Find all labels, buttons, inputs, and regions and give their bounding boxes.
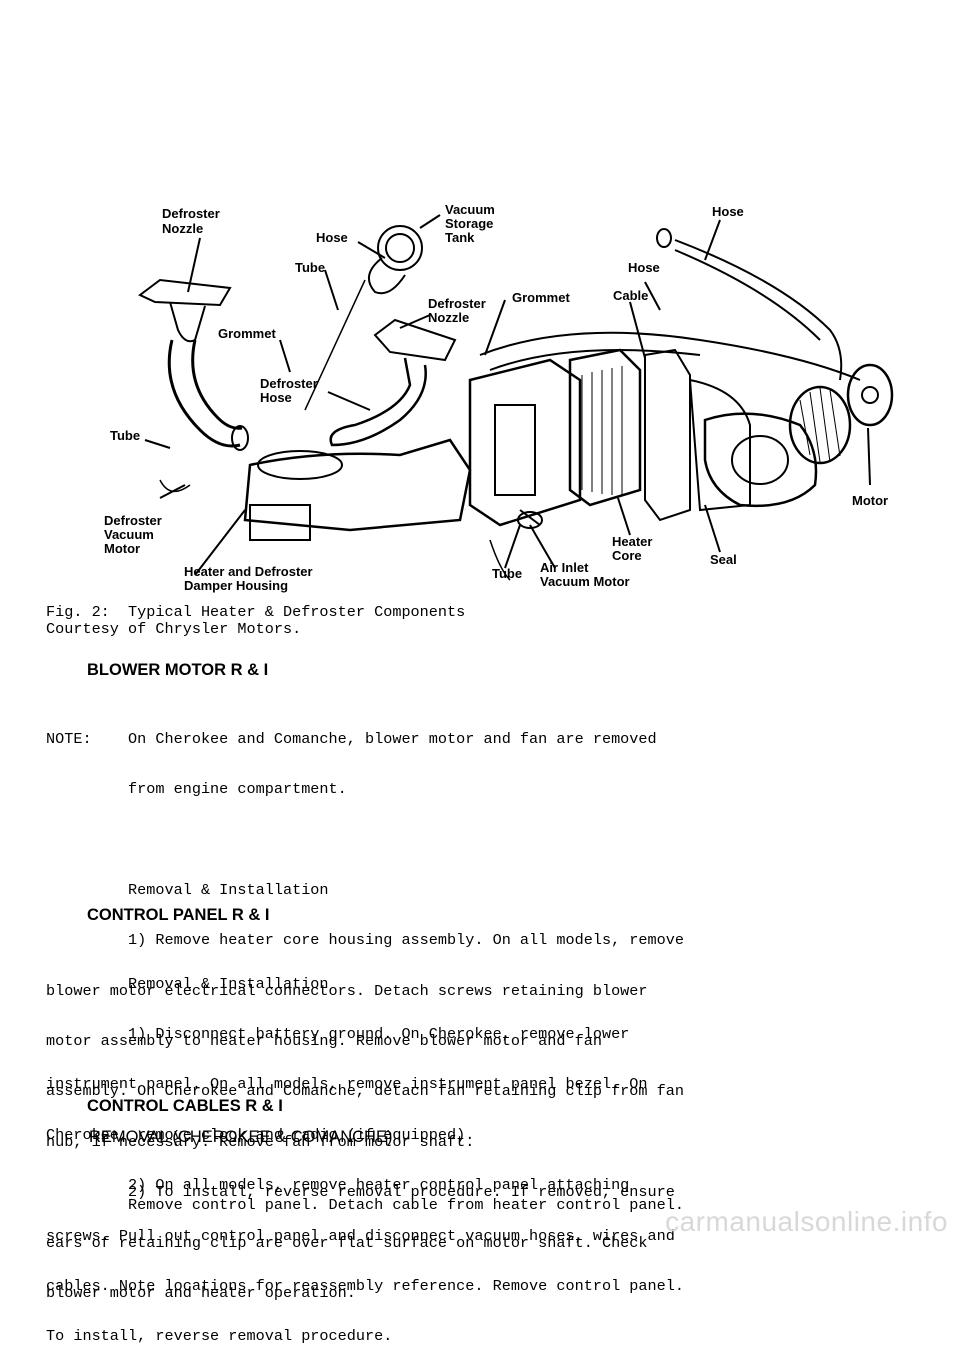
label-defroster-vacuum-motor-3: Motor [104, 541, 140, 556]
section-body-control-panel: Removal & Installation 1) Disconnect bat… [46, 942, 684, 1362]
label-hose-right-mid: Hose [628, 260, 660, 275]
label-heater-damper-housing-1: Heater and Defroster [184, 564, 313, 579]
text-line: NOTE: On Cherokee and Comanche, blower m… [46, 729, 657, 748]
text-line: 1) Disconnect battery ground. On Cheroke… [46, 1024, 630, 1043]
blower-housing-shape [703, 412, 818, 508]
heater-defroster-diagram: Defroster Nozzle Vacuum Storage Tank Hos… [104, 202, 894, 593]
label-tube-top: Tube [295, 260, 325, 275]
text-line: instrument panel. On all models, remove … [46, 1075, 648, 1094]
label-air-inlet-2: Vacuum Motor [540, 574, 630, 589]
label-cable: Cable [613, 288, 648, 303]
text-line: Cherokee, remove clock and radio (if equ… [46, 1125, 475, 1144]
label-defroster-hose-1: Defroster [260, 376, 318, 391]
heater-core-housing-shape [468, 358, 582, 527]
label-defroster-nozzle-left-2: Nozzle [162, 221, 203, 236]
watermark-logo: carmanualsonline.info [665, 1206, 948, 1237]
text-line: Remove control panel. Detach cable from … [46, 1195, 684, 1214]
label-seal: Seal [710, 552, 737, 567]
section-subheading-removal: REMOVAL (CHEROKEE & COMANCHE) [89, 1128, 393, 1146]
text-line: screws. Pull out control panel and disco… [46, 1226, 675, 1245]
label-hose-right-top: Hose [712, 204, 744, 219]
vacuum-tank-shape [377, 225, 423, 271]
label-defroster-nozzle-left-1: Defroster [162, 206, 220, 221]
label-hose-top: Hose [316, 230, 348, 245]
label-vacuum-tank-1: Vacuum [445, 202, 495, 217]
label-grommet-left: Grommet [218, 326, 276, 341]
text-line: Removal & Installation [46, 880, 329, 899]
section-heading-control-panel: CONTROL PANEL R & I [87, 906, 270, 924]
left-defroster-nozzle-shape [138, 278, 232, 307]
label-vacuum-tank-3: Tank [445, 230, 475, 245]
heater-core-shape [568, 348, 642, 507]
text-line: assembly. On Cherokee and Comanche, deta… [46, 1082, 684, 1101]
label-defroster-hose-2: Hose [260, 390, 292, 405]
text-line: 2) On all models, remove heater control … [46, 1176, 630, 1195]
label-heater-core-1: Heater [612, 534, 652, 549]
blower-wheel-shape [788, 385, 852, 465]
label-defroster-vacuum-motor-1: Defroster [104, 513, 162, 528]
figure-caption-line-1: Fig. 2: Typical Heater & Defroster Compo… [46, 603, 466, 621]
label-heater-core-2: Core [612, 548, 642, 563]
motor-shape [846, 363, 894, 427]
mid-defroster-nozzle-shape [373, 318, 457, 362]
section-body-control-cables: Remove control panel. Detach cable from … [46, 1163, 684, 1230]
figure-caption-line-2: Courtesy of Chrysler Motors. [46, 620, 302, 638]
text-line: from engine compartment. [46, 779, 347, 798]
text-line: To install, reverse removal procedure. [46, 1327, 393, 1346]
text-line: 2) To install, reverse removal procedure… [46, 1183, 675, 1202]
label-motor: Motor [852, 493, 888, 508]
label-defroster-vacuum-motor-2: Vacuum [104, 527, 154, 542]
label-vacuum-tank-2: Storage [445, 216, 493, 231]
text-line: cables. Note locations for reassembly re… [46, 1276, 684, 1295]
text-line: blower motor electrical connectors. Deta… [46, 981, 648, 1000]
label-defroster-nozzle-mid-1: Defroster [428, 296, 486, 311]
text-line: hub, if necessary. Remove fan from motor… [46, 1132, 475, 1151]
text-line [46, 831, 684, 848]
text-line: Removal & Installation [46, 974, 329, 993]
text-line: 1) Remove heater core housing assembly. … [46, 931, 684, 950]
label-heater-damper-housing-2: Damper Housing [184, 578, 288, 593]
label-air-inlet-1: Air Inlet [540, 560, 589, 575]
section-heading-control-cables: CONTROL CABLES R & I [87, 1097, 283, 1115]
damper-housing-shape [243, 438, 472, 532]
label-tube-bottom: Tube [492, 566, 522, 581]
label-tube-left: Tube [110, 428, 140, 443]
label-defroster-nozzle-mid-2: Nozzle [428, 310, 469, 325]
left-defroster-hose-shape [167, 339, 241, 448]
section-heading-blower-motor: BLOWER MOTOR R & I [87, 661, 269, 679]
label-grommet-right: Grommet [512, 290, 570, 305]
text-line: motor assembly to heater housing. Remove… [46, 1031, 602, 1050]
